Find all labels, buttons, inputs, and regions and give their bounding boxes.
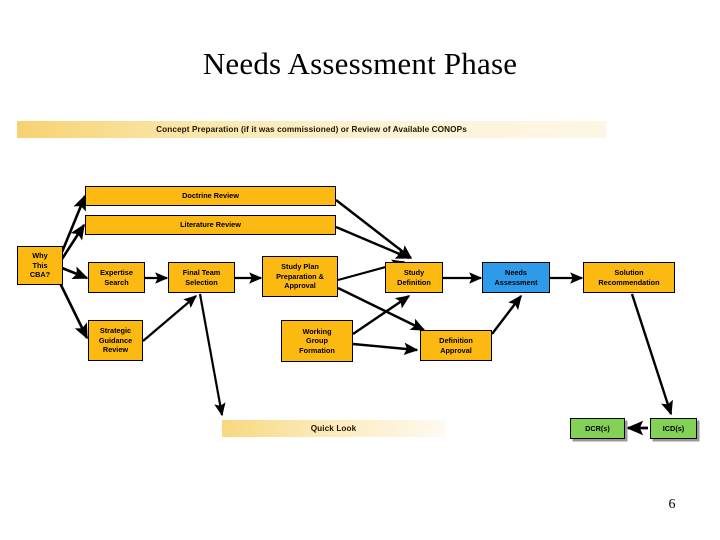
- node-icds[interactable]: ICD(s): [650, 418, 697, 439]
- node-line: This: [32, 260, 48, 270]
- node-line: Why: [32, 251, 48, 261]
- node-strategic-guidance-review[interactable]: Strategic Guidance Review: [88, 320, 143, 361]
- node-doctrine-review[interactable]: Doctrine Review: [85, 186, 336, 206]
- edge-cba-expertise: [61, 266, 89, 280]
- node-line: Recommendation: [598, 277, 660, 287]
- node-working-group-formation[interactable]: Working Group Formation: [281, 320, 353, 362]
- node-line: Guidance: [98, 335, 133, 345]
- node-line: Definition: [397, 277, 431, 287]
- edge-cba-strategic: [58, 282, 89, 340]
- node-line: Approval: [440, 345, 472, 355]
- node-line: Study Plan: [281, 262, 319, 272]
- node-line: Needs: [505, 267, 527, 277]
- banner-quick-look: Quick Look: [222, 420, 445, 437]
- page-number: 6: [668, 497, 676, 512]
- edge-workinggroup-defapproval: [352, 342, 419, 356]
- edge-cba-doctrine: [60, 194, 87, 253]
- node-line: Expertise: [100, 267, 133, 277]
- node-line: Selection: [185, 277, 218, 287]
- banner-quick-look-label: Quick Look: [310, 424, 357, 433]
- node-line: Study: [403, 267, 425, 277]
- node-dcrs[interactable]: DCR(s): [570, 418, 625, 439]
- node-line: Working: [302, 326, 332, 336]
- edge-workinggroup-studydef: [352, 295, 411, 335]
- node-label: Doctrine Review: [182, 191, 239, 201]
- banner-concept-preparation-label: Concept Preparation (if it was commissio…: [156, 125, 467, 134]
- node-expertise-search[interactable]: Expertise Search: [88, 262, 145, 293]
- node-line: CBA?: [29, 270, 51, 280]
- node-label: DCR(s): [585, 423, 610, 433]
- edge-solution-icds: [630, 293, 673, 416]
- node-needs-assessment[interactable]: Needs Assessment: [482, 262, 550, 293]
- node-literature-review[interactable]: Literature Review: [85, 215, 336, 235]
- node-solution-recommendation[interactable]: Solution Recommendation: [583, 262, 675, 293]
- node-label: ICD(s): [662, 423, 685, 433]
- node-label: Literature Review: [180, 220, 241, 230]
- node-line: Strategic: [99, 326, 132, 336]
- node-line: Approval: [284, 281, 316, 291]
- node-study-plan-preparation-approval[interactable]: Study Plan Preparation & Approval: [262, 256, 338, 297]
- node-line: Group: [306, 336, 328, 346]
- node-line: Search: [104, 277, 129, 287]
- edge-defapproval-needsassessment: [491, 294, 522, 335]
- edge-literature-studydef: [335, 225, 411, 260]
- edge-finalteam-quicklook: [198, 293, 226, 417]
- node-line: Preparation &: [276, 271, 324, 281]
- node-line: Formation: [299, 345, 335, 355]
- node-line: Review: [102, 345, 129, 355]
- node-definition-approval[interactable]: Definition Approval: [420, 330, 492, 361]
- edge-doctrine-studydef: [335, 199, 413, 259]
- node-study-definition[interactable]: Study Definition: [385, 262, 443, 293]
- page-title: Needs Assessment Phase: [202, 46, 518, 81]
- banner-concept-preparation: Concept Preparation (if it was commissio…: [17, 121, 606, 138]
- edge-cba-literature: [60, 223, 86, 260]
- edge-strategic-finalteam: [142, 295, 198, 342]
- node-line: Solution: [614, 267, 644, 277]
- node-line: Assessment: [494, 277, 538, 287]
- node-line: Final Team: [182, 267, 221, 277]
- node-line: Definition: [439, 335, 473, 345]
- node-final-team-selection[interactable]: Final Team Selection: [168, 262, 235, 293]
